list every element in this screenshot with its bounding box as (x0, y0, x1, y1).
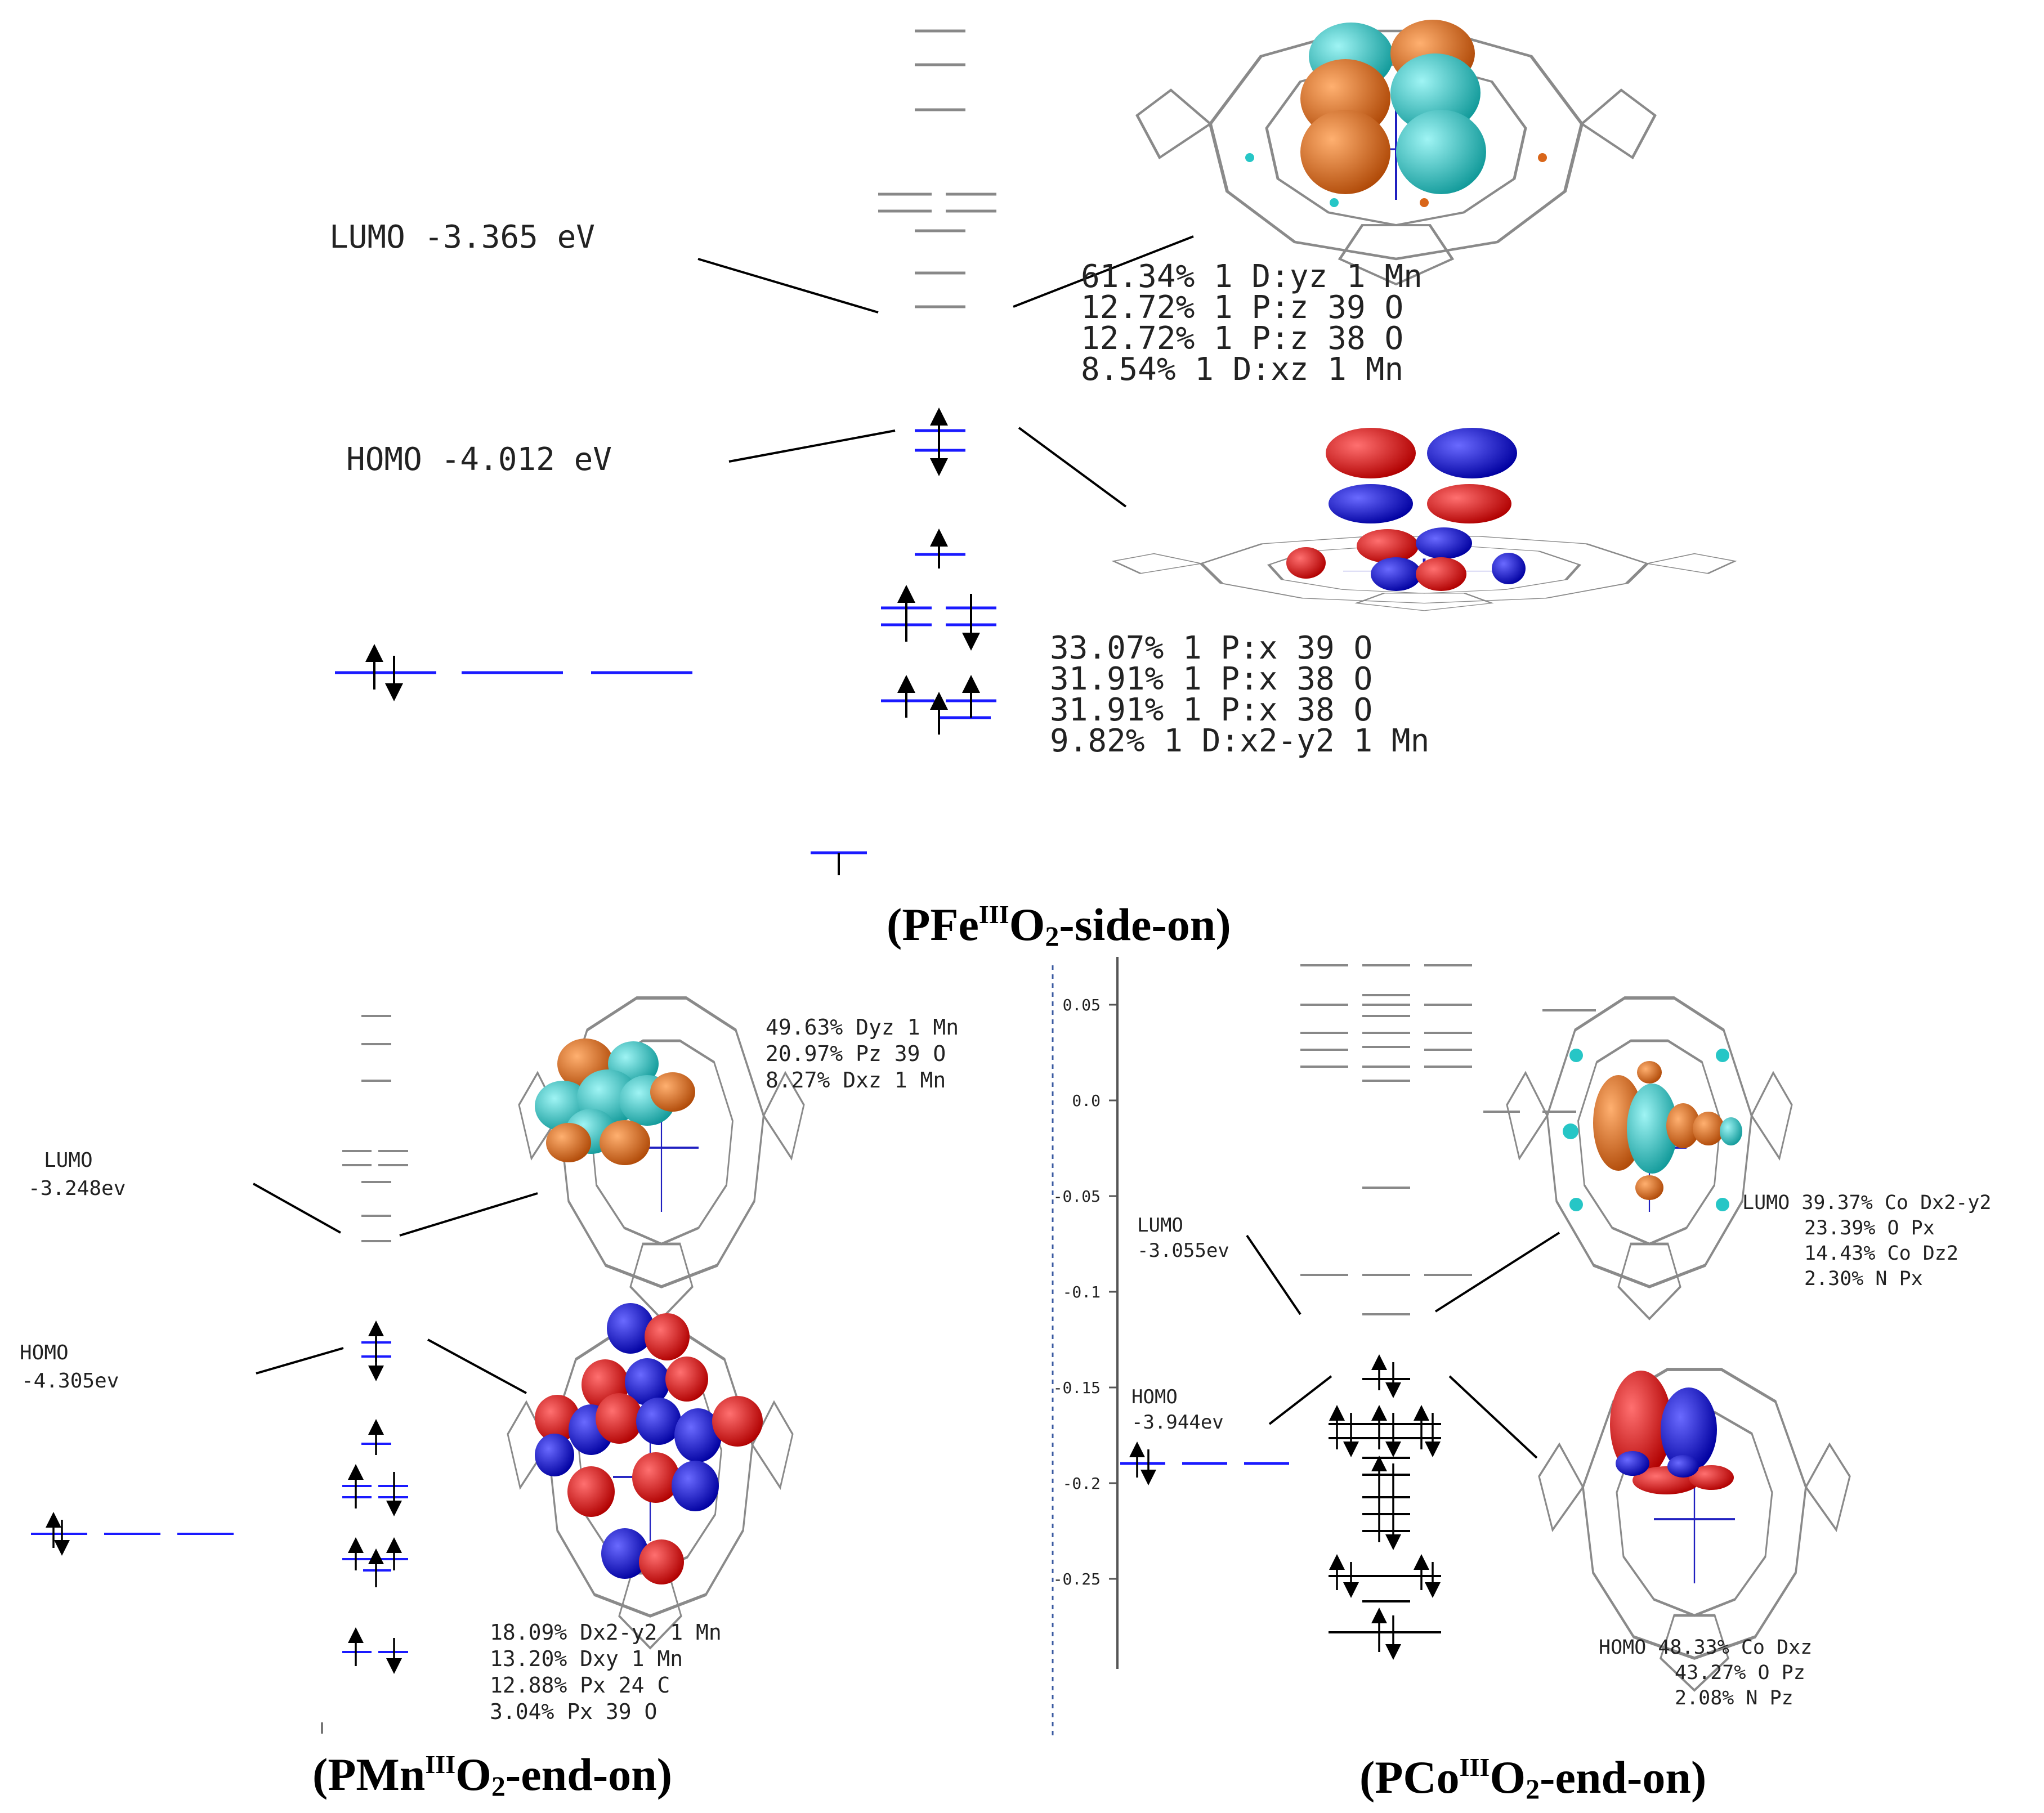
co-electron-arrows (1329, 1354, 1441, 1660)
svg-text:43.27% O Pz: 43.27% O Pz (1675, 1662, 1805, 1684)
svg-text:3.04% Px 39 O: 3.04% Px 39 O (490, 1699, 657, 1724)
svg-text:12.88% Px 24 C: 12.88% Px 24 C (490, 1673, 670, 1698)
svg-text:31.91% 1 P:x 38 O: 31.91% 1 P:x 38 O (1050, 692, 1372, 728)
svg-text:12.72% 1 P:z 38 O: 12.72% 1 P:z 38 O (1081, 320, 1403, 357)
svg-text:8.54% 1 D:xz 1 Mn: 8.54% 1 D:xz 1 Mn (1081, 351, 1403, 388)
co-panel: 0.05 0.0 -0.05 -0.1 -0.15 -0.2 -0.25 (1053, 957, 1992, 1805)
mn-lumo-orbital (519, 998, 804, 1319)
co-leader-lines (1246, 1232, 1560, 1459)
fe-leader-lines (697, 235, 1194, 508)
fe-lumo-label: LUMO -3.365 eV (329, 219, 595, 256)
svg-text:18.09% Dx2-y2 1 Mn: 18.09% Dx2-y2 1 Mn (490, 1620, 722, 1645)
mn-lumo-label: LUMO (44, 1149, 93, 1172)
mn-homo-orbital (508, 1303, 793, 1648)
svg-text:61.34% 1 D:yz 1 Mn: 61.34% 1 D:yz 1 Mn (1081, 258, 1423, 295)
svg-text:31.91% 1 P:x 38 O: 31.91% 1 P:x 38 O (1050, 661, 1372, 697)
fe-electron-arrows (365, 408, 980, 875)
co-lumo-energy: -3.055ev (1137, 1239, 1229, 1262)
svg-text:2.30% N Px: 2.30% N Px (1804, 1268, 1923, 1290)
co-lumo-orbital (1507, 998, 1792, 1319)
svg-text:-0.25: -0.25 (1053, 1570, 1101, 1588)
fe-occupied-levels (335, 429, 996, 854)
svg-text:-0.05: -0.05 (1053, 1187, 1101, 1206)
fe-homo-orbital (1113, 428, 1735, 611)
mn-homo-composition: 18.09% Dx2-y2 1 Mn 13.20% Dxy 1 Mn 12.88… (490, 1620, 722, 1724)
mn-leader-lines (253, 1183, 538, 1394)
svg-text:23.39% O Px: 23.39% O Px (1804, 1217, 1935, 1239)
fe-panel: LUMO -3.365 eV HOMO -4.012 eV 61.34% 1 D… (329, 20, 1735, 952)
fe-lumo-orbital (1137, 20, 1655, 284)
svg-text:HOMO 48.33% Co Dxz: HOMO 48.33% Co Dxz (1599, 1636, 1812, 1659)
co-caption: (PCoIIIO2-end-on) (1359, 1752, 1706, 1805)
svg-text:0.0: 0.0 (1072, 1091, 1101, 1110)
mn-homo-energy: -4.305ev (21, 1369, 119, 1393)
svg-text:-0.15: -0.15 (1053, 1378, 1101, 1397)
fe-homo-composition: 33.07% 1 P:x 39 O 31.91% 1 P:x 38 O 31.9… (1050, 630, 1429, 759)
co-virtual-levels (1300, 964, 1596, 1315)
mn-occupied-levels (31, 1341, 408, 1653)
svg-text:13.20% Dxy 1 Mn: 13.20% Dxy 1 Mn (490, 1646, 683, 1671)
svg-text:14.43% Co Dz2: 14.43% Co Dz2 (1804, 1242, 1958, 1265)
fe-lumo-composition: 61.34% 1 D:yz 1 Mn 12.72% 1 P:z 39 O 12.… (1081, 258, 1423, 388)
svg-text:12.72% 1 P:z 39 O: 12.72% 1 P:z 39 O (1081, 289, 1403, 326)
fe-homo-label: HOMO -4.012 eV (346, 441, 612, 478)
co-homo-composition: HOMO 48.33% Co Dxz 43.27% O Pz 2.08% N P… (1599, 1636, 1812, 1709)
svg-text:9.82% 1 D:x2-y2 1 Mn: 9.82% 1 D:x2-y2 1 Mn (1050, 723, 1429, 759)
co-lumo-composition: LUMO 39.37% Co Dx2-y2 23.39% O Px 14.43%… (1742, 1192, 1992, 1290)
co-axis-ticks (1109, 1004, 1117, 1580)
co-homo-energy: -3.944ev (1131, 1411, 1224, 1434)
co-o2-arrows (1129, 1442, 1156, 1485)
svg-text:-0.1: -0.1 (1063, 1283, 1101, 1301)
co-homo-orbital (1539, 1369, 1850, 1690)
mn-electron-arrows (46, 1320, 402, 1674)
svg-text:LUMO 39.37% Co Dx2-y2: LUMO 39.37% Co Dx2-y2 (1742, 1192, 1992, 1214)
co-lumo-label: LUMO (1137, 1214, 1183, 1237)
co-homo-label: HOMO (1131, 1386, 1178, 1408)
co-occupied-levels (1329, 1378, 1441, 1633)
fe-virtual-levels (878, 29, 996, 308)
svg-text:49.63% Dyz 1 Mn: 49.63% Dyz 1 Mn (766, 1015, 959, 1040)
mn-caption: (PMnIIIO2-end-on) (312, 1749, 672, 1802)
svg-text:0.05: 0.05 (1063, 996, 1101, 1014)
co-axis-tick-labels: 0.05 0.0 -0.05 -0.1 -0.15 -0.2 -0.25 (1053, 996, 1101, 1588)
mn-homo-label: HOMO (20, 1341, 69, 1364)
svg-text:-0.2: -0.2 (1063, 1474, 1101, 1493)
svg-text:8.27% Dxz 1 Mn: 8.27% Dxz 1 Mn (766, 1068, 946, 1093)
mn-virtual-levels (342, 1015, 408, 1242)
svg-text:33.07% 1 P:x 39 O: 33.07% 1 P:x 39 O (1050, 630, 1372, 666)
mn-lumo-energy: -3.248ev (28, 1177, 126, 1200)
mn-lumo-composition: 49.63% Dyz 1 Mn 20.97% Pz 39 O 8.27% Dxz… (766, 1015, 959, 1093)
svg-text:2.08% N Pz: 2.08% N Pz (1675, 1687, 1793, 1709)
mn-panel: LUMO -3.248ev HOMO -4.305ev 49.63% Dyz 1… (20, 998, 959, 1802)
svg-text:20.97% Pz 39 O: 20.97% Pz 39 O (766, 1041, 946, 1066)
fe-caption: (PFeIIIO2-side-on) (887, 899, 1231, 952)
